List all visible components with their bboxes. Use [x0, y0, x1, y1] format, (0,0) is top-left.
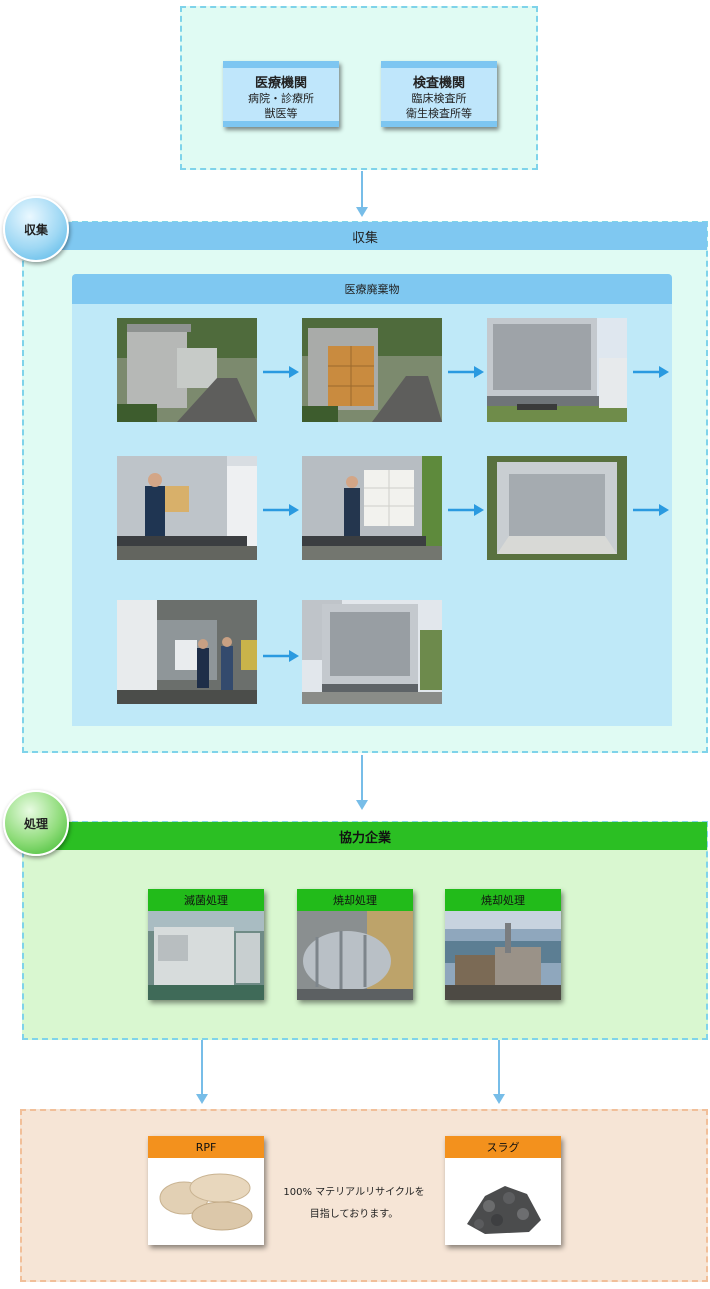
output-card-label: スラグ — [445, 1136, 561, 1158]
source-card-lab: 検査機関 臨床検査所 衛生検査所等 — [381, 61, 497, 127]
right-arrow-icon — [633, 504, 669, 516]
photo-loading-truck — [117, 456, 257, 560]
down-arrow-icon — [196, 1094, 208, 1104]
recycling-note-line: 目指しております。 — [309, 1209, 399, 1220]
right-arrow-icon — [263, 504, 299, 516]
process-card-label: 滅菌処理 — [148, 889, 264, 911]
process-card-label: 焼却処理 — [445, 889, 561, 911]
photo-storage-shed — [117, 318, 257, 422]
collection-badge-label: 収集 — [23, 222, 48, 237]
photo-incineration-facility — [445, 911, 561, 1000]
right-arrow-icon — [263, 650, 299, 662]
collection-header-label: 収集 — [351, 230, 378, 246]
processing-header-label: 協力企業 — [338, 830, 391, 846]
photo-incinerator-kiln — [297, 911, 413, 1000]
output-card-rpf: RPF — [148, 1136, 264, 1245]
collection-badge: 収集 — [3, 196, 69, 262]
down-arrow-icon — [493, 1094, 505, 1104]
source-line: 病院・診療所 — [248, 92, 314, 105]
source-line: 衛生検査所等 — [406, 107, 472, 120]
source-title: 検査機関 — [412, 76, 465, 91]
photo-unloading-workers — [117, 600, 257, 704]
right-arrow-icon — [633, 366, 669, 378]
right-arrow-icon — [448, 366, 484, 378]
right-arrow-icon — [448, 504, 484, 516]
output-card-slag: スラグ — [445, 1136, 561, 1245]
connector-line — [361, 755, 363, 801]
connector-line — [201, 1040, 203, 1096]
recycling-note: 100% マテリアルリサイクルを 目指しております。 — [268, 1182, 440, 1226]
connector-line — [361, 171, 363, 209]
recycling-note-line: 100% マテリアルリサイクルを — [283, 1187, 425, 1198]
down-arrow-icon — [356, 207, 368, 217]
process-card-label: 焼却処理 — [297, 889, 413, 911]
process-card-sterilization: 滅菌処理 — [148, 889, 264, 1000]
process-card-incineration-1: 焼却処理 — [297, 889, 413, 1000]
source-title: 医療機関 — [254, 76, 307, 91]
source-line: 臨床検査所 — [411, 92, 467, 105]
connector-line — [498, 1040, 500, 1096]
photo-empty-truck-box — [487, 456, 627, 560]
medical-waste-label: 医療廃棄物 — [344, 283, 400, 296]
source-line: 獣医等 — [264, 107, 298, 120]
photo-truck-loaded — [302, 456, 442, 560]
photo-truck-rear-open — [302, 600, 442, 704]
output-section — [20, 1109, 708, 1282]
photo-shed-with-boxes — [302, 318, 442, 422]
processing-header: 協力企業 — [23, 822, 707, 850]
medical-waste-header: 医療廃棄物 — [72, 274, 672, 304]
processing-badge: 処理 — [3, 790, 69, 856]
process-card-incineration-2: 焼却処理 — [445, 889, 561, 1000]
source-card-medical: 医療機関 病院・診療所 獣医等 — [223, 61, 339, 127]
processing-badge-label: 処理 — [23, 816, 48, 831]
collection-header: 収集 — [23, 222, 707, 250]
photo-slag-pile — [445, 1158, 561, 1245]
photo-truck-open — [487, 318, 627, 422]
photo-sterilization-plant — [148, 911, 264, 1000]
output-card-label: RPF — [148, 1136, 264, 1158]
right-arrow-icon — [263, 366, 299, 378]
photo-rpf-pellets — [148, 1158, 264, 1245]
down-arrow-icon — [356, 800, 368, 810]
